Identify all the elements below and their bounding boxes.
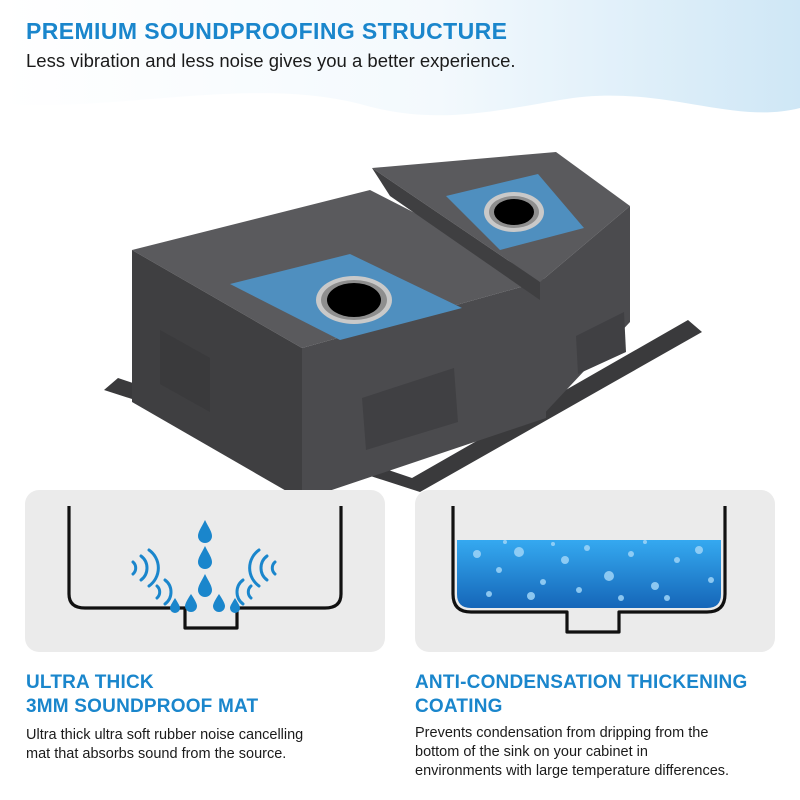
sink-image [104, 152, 702, 500]
side-pad [362, 368, 458, 450]
side-pad [576, 312, 626, 374]
page-subtitle: Less vibration and less noise gives you … [26, 50, 516, 71]
water-drops-icon [170, 520, 240, 613]
feature-desc-soundproof-line2: mat that absorbs sound from the source. [26, 746, 287, 762]
feature-desc-soundproof: Ultra thick ultra soft rubber noise canc… [26, 727, 304, 743]
sound-absorb-diagram [67, 506, 343, 630]
condensation-bubbles [473, 540, 714, 601]
feature-title-soundproof: ULTRA THICK [26, 672, 154, 693]
feature-desc-coating-line2: bottom of the sink on your cabinet in [415, 744, 648, 760]
soundproof-mat-panel [25, 490, 385, 652]
feature-desc-coating-line3: environments with large temperature diff… [415, 763, 730, 779]
feature-title-soundproof-line2: 3MM SOUNDPROOF MAT [26, 696, 259, 717]
left-drain-icon [316, 276, 392, 324]
anti-condensation-panel [415, 490, 775, 652]
right-bowl-left-face [372, 168, 540, 300]
right-bowl-front-face [540, 206, 630, 418]
right-drain-icon [484, 192, 544, 232]
feature-title-coating: ANTI-CONDENSATION THICKENING [415, 672, 748, 693]
sound-wave-icon [131, 548, 277, 606]
coating-layer [457, 540, 721, 608]
page-title: PREMIUM SOUNDPROOFING STRUCTURE [26, 18, 508, 44]
header-wave-background [0, 0, 800, 140]
feature-desc-coating: Prevents condensation from dripping from… [415, 725, 709, 741]
side-pad [160, 330, 210, 412]
coating-diagram [451, 506, 727, 634]
left-bowl-left-face [132, 250, 302, 500]
feature-title-coating-line2: COATING [415, 696, 503, 717]
